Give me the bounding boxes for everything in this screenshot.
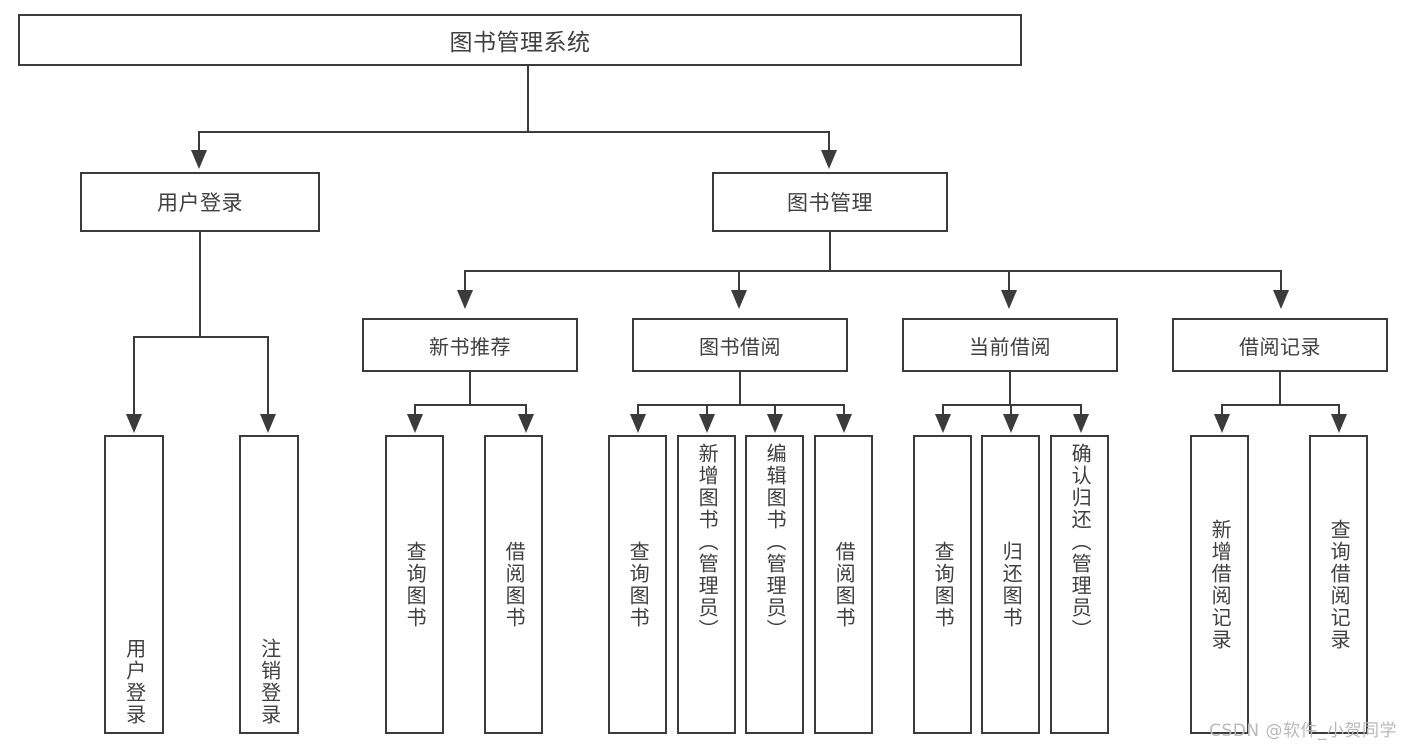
- node-book-borrow[interactable]: 图书借阅: [632, 318, 848, 372]
- connector-borrow-record-stem: [1279, 372, 1281, 406]
- connector-cb-drop-2: [1010, 404, 1012, 416]
- leaf-query-borrow-record-label: 查询借阅记录: [1327, 518, 1352, 651]
- node-book-manage-label: 图书管理: [787, 191, 873, 215]
- connector-new-book-stem: [469, 372, 471, 406]
- connector-bb-drop-3: [774, 404, 776, 416]
- arrowhead-br-leaf-2: [1331, 414, 1347, 433]
- leaf-book-borrow-action[interactable]: 借阅图书: [814, 435, 873, 734]
- arrowhead-cb-leaf-2: [1003, 414, 1019, 433]
- arrowhead-book-manage: [821, 150, 837, 169]
- leaf-logout[interactable]: 注销登录: [239, 435, 299, 734]
- arrowhead-borrow-record: [1273, 290, 1289, 309]
- leaf-add-borrow-record[interactable]: 新增借阅记录: [1190, 435, 1249, 734]
- connector-root-drop-left: [198, 131, 200, 153]
- arrowhead-bb-leaf-1: [630, 414, 646, 433]
- arrowhead-new-book: [457, 290, 473, 309]
- connector-cb-drop-3: [1080, 404, 1082, 416]
- node-book-manage[interactable]: 图书管理: [712, 172, 948, 232]
- connector-br-drop-1: [1221, 404, 1223, 416]
- node-book-borrow-label: 图书借阅: [699, 334, 781, 359]
- arrowhead-user-login: [191, 150, 207, 169]
- leaf-new-book-query-label: 查询图书: [403, 540, 428, 629]
- leaf-book-add-label: 新增图书（管理员）: [695, 443, 720, 641]
- node-current-borrow-label: 当前借阅: [969, 334, 1051, 359]
- node-current-borrow[interactable]: 当前借阅: [902, 318, 1118, 372]
- arrowhead-bb-leaf-4: [836, 414, 852, 433]
- leaf-new-book-borrow[interactable]: 借阅图书: [484, 435, 543, 734]
- node-new-book-label: 新书推荐: [429, 334, 511, 359]
- arrowhead-br-leaf-1: [1214, 414, 1230, 433]
- node-root-label: 图书管理系统: [449, 30, 591, 56]
- leaf-confirm-return-label: 确认归还（管理员）: [1068, 443, 1093, 641]
- connector-nb-drop-2: [525, 404, 527, 416]
- leaf-book-borrow-query-label: 查询图书: [626, 540, 651, 629]
- arrowhead-bb-leaf-2: [699, 414, 715, 433]
- leaf-add-borrow-record-label: 新增借阅记录: [1208, 518, 1233, 651]
- connector-bb-drop-2: [706, 404, 708, 416]
- leaf-current-query[interactable]: 查询图书: [913, 435, 972, 734]
- connector-borrow-record-bus: [1221, 404, 1340, 406]
- connector-br-drop-2: [1338, 404, 1340, 416]
- connector-root-stem: [527, 66, 529, 132]
- connector-bb-drop-4: [843, 404, 845, 416]
- leaf-current-return[interactable]: 归还图书: [981, 435, 1040, 734]
- connector-book-borrow-stem: [739, 372, 741, 406]
- connector-root-bus: [198, 131, 830, 133]
- connector-book-manage-stem: [829, 232, 831, 272]
- connector-cb-drop-1: [942, 404, 944, 416]
- connector-current-borrow-bus: [942, 404, 1082, 406]
- node-user-login[interactable]: 用户登录: [80, 172, 320, 232]
- arrowhead-leaf-user-login: [126, 414, 142, 433]
- connector-bm-drop-2: [738, 270, 740, 292]
- connector-current-borrow-stem: [1009, 372, 1011, 406]
- arrowhead-current-borrow: [1001, 290, 1017, 309]
- leaf-new-book-query[interactable]: 查询图书: [385, 435, 444, 734]
- arrowhead-cb-leaf-1: [935, 414, 951, 433]
- leaf-confirm-return[interactable]: 确认归还（管理员）: [1050, 435, 1109, 734]
- connector-nb-drop-1: [414, 404, 416, 416]
- node-borrow-record[interactable]: 借阅记录: [1172, 318, 1388, 372]
- leaf-book-edit[interactable]: 编辑图书（管理员）: [745, 435, 804, 734]
- connector-user-login-drop-2: [267, 336, 269, 416]
- connector-bb-drop-1: [637, 404, 639, 416]
- leaf-user-login[interactable]: 用户登录: [104, 435, 164, 734]
- leaf-book-add[interactable]: 新增图书（管理员）: [677, 435, 736, 734]
- node-user-login-label: 用户登录: [157, 191, 243, 215]
- arrowhead-cb-leaf-3: [1073, 414, 1089, 433]
- leaf-book-borrow-action-label: 借阅图书: [832, 540, 857, 629]
- node-root[interactable]: 图书管理系统: [18, 14, 1022, 66]
- arrowhead-nb-leaf-1: [407, 414, 423, 433]
- connector-root-drop-right: [828, 131, 830, 153]
- leaf-book-borrow-query[interactable]: 查询图书: [608, 435, 667, 734]
- leaf-current-return-label: 归还图书: [999, 540, 1024, 629]
- connector-bm-drop-3: [1008, 270, 1010, 292]
- arrowhead-leaf-logout: [260, 414, 276, 433]
- node-borrow-record-label: 借阅记录: [1239, 334, 1321, 359]
- connector-user-login-bus: [133, 336, 268, 338]
- leaf-query-borrow-record[interactable]: 查询借阅记录: [1309, 435, 1368, 734]
- connector-bm-drop-1: [464, 270, 466, 292]
- connector-book-borrow-bus: [637, 404, 845, 406]
- arrowhead-nb-leaf-2: [518, 414, 534, 433]
- connector-new-book-bus: [414, 404, 527, 406]
- leaf-logout-label: 注销登录: [257, 638, 282, 726]
- node-new-book[interactable]: 新书推荐: [362, 318, 578, 372]
- connector-bm-drop-4: [1280, 270, 1282, 292]
- leaf-user-login-label: 用户登录: [122, 638, 147, 726]
- connector-user-login-stem: [199, 232, 201, 337]
- leaf-new-book-borrow-label: 借阅图书: [502, 540, 527, 629]
- leaf-current-query-label: 查询图书: [931, 540, 956, 629]
- connector-book-manage-bus: [464, 270, 1282, 272]
- leaf-book-edit-label: 编辑图书（管理员）: [763, 443, 788, 641]
- arrowhead-book-borrow: [731, 290, 747, 309]
- arrowhead-bb-leaf-3: [767, 414, 783, 433]
- connector-user-login-drop-1: [133, 336, 135, 416]
